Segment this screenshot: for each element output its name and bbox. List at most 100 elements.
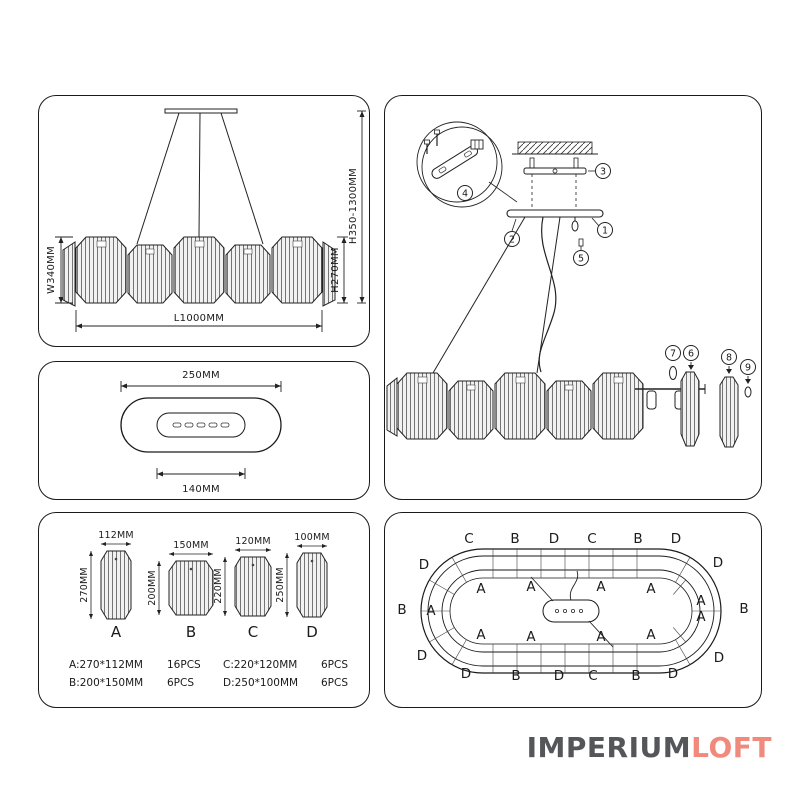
power-cord	[538, 216, 557, 373]
dim-label-250: 250MM	[182, 370, 220, 381]
legend-d-label: D:250*100MM	[223, 677, 298, 689]
letter-inner-left: A	[426, 603, 436, 619]
ring-part	[669, 366, 677, 380]
part-b: 150MM 200MM B	[147, 540, 214, 641]
callout-6: 6	[680, 345, 700, 447]
dim-length	[75, 310, 323, 332]
part-d-width: 100MM	[294, 532, 330, 543]
legend-b-pcs: 6PCS	[167, 677, 194, 689]
letter-top-5: D	[671, 531, 681, 547]
center-wire	[569, 570, 579, 601]
part-b-height: 200MM	[147, 570, 158, 606]
dim-label-h270: H270MM	[330, 247, 341, 293]
part-d: 100MM 250MM D	[275, 532, 330, 641]
letter-bottom-4: B	[631, 668, 640, 684]
callout-8: 8	[719, 349, 739, 448]
plate-dividers	[421, 549, 721, 673]
letter-top-4: B	[633, 531, 642, 547]
layout-panel: C B D C B D D D B B D D D B D C B D A A	[384, 512, 762, 708]
legend-a-pcs: 16PCS	[167, 659, 201, 671]
assembly-panel: 4 3	[384, 95, 762, 500]
brand-imperium: IMPERIUM	[526, 731, 692, 764]
dim-outer	[120, 381, 282, 392]
dim-label-l1000: L1000MM	[174, 313, 224, 324]
alignment-guides	[531, 174, 577, 210]
brand-logo: IMPERIUMLOFT	[527, 731, 772, 764]
letter-top-3: C	[587, 531, 596, 547]
letter-inner-bottom-3: A	[646, 627, 656, 643]
svg-text:5: 5	[578, 254, 584, 265]
mounting-bracket	[523, 157, 587, 175]
letter-bottom-1: B	[511, 668, 520, 684]
callout-3: 3	[588, 163, 611, 179]
crystal-part	[680, 371, 700, 447]
canopy-bar	[506, 209, 604, 232]
letter-inner-top-1: A	[526, 579, 536, 595]
svg-text:1: 1	[602, 226, 608, 237]
crystal-part	[719, 376, 739, 448]
hook-loop	[571, 220, 579, 232]
terminal-block	[470, 139, 484, 150]
parts-drawing: 112MM 270MM A 150MM 200MM B	[69, 530, 348, 689]
callout-5: 5	[573, 238, 589, 266]
front-view-panel: W340MM H270MM H350-1300MM	[38, 95, 370, 347]
hole	[189, 567, 193, 571]
part-a-letter: A	[111, 623, 122, 641]
suspension-wires	[432, 216, 561, 374]
letter-inner-bottom-2: A	[596, 629, 606, 645]
part-c-letter: C	[248, 623, 258, 641]
legend-d-pcs: 6PCS	[321, 677, 348, 689]
svg-text:3: 3	[600, 167, 606, 178]
letter-inner-top-0: A	[476, 581, 486, 597]
legend-c-pcs: 6PCS	[321, 659, 348, 671]
letter-inner-bottom-0: A	[476, 627, 486, 643]
legend-a-label: A:270*112MM	[69, 659, 143, 671]
dim-total-height	[357, 110, 366, 304]
callout-2: 2	[504, 218, 520, 247]
svg-text:9: 9	[745, 363, 751, 374]
hole	[251, 563, 255, 567]
letter-corner-bl: D	[417, 648, 427, 664]
front-view-drawing: W340MM H270MM H350-1300MM	[46, 108, 366, 332]
suspension-wires	[136, 112, 264, 245]
assembly-drawing: 4 3	[386, 121, 756, 448]
letter-bottom-3: C	[588, 668, 597, 684]
part-d-letter: D	[306, 623, 318, 641]
mount-holes	[172, 422, 230, 428]
part-c-height: 220MM	[213, 568, 224, 604]
top-view-drawing: 250MM	[120, 370, 282, 495]
chandelier-drum	[62, 236, 336, 307]
letter-corner-br: D	[714, 650, 724, 666]
svg-text:4: 4	[462, 189, 468, 200]
dim-width	[55, 236, 73, 304]
callout-9: 9	[740, 359, 756, 398]
brand-loft: LOFT	[691, 731, 772, 764]
drum-left-cap	[62, 241, 76, 307]
part-d-height: 250MM	[275, 567, 286, 603]
legend-b-label: B:200*150MM	[69, 677, 143, 689]
drum-right-cap	[322, 241, 336, 307]
part-c-width: 120MM	[235, 536, 271, 547]
letter-bottom-0: D	[461, 666, 471, 682]
part-a: 112MM 270MM A	[79, 530, 134, 641]
part-a-height: 270MM	[79, 567, 90, 603]
parts-panel: 112MM 270MM A 150MM 200MM B	[38, 512, 370, 708]
letter-top-2: D	[549, 531, 559, 547]
dim-label-w340: W340MM	[46, 246, 57, 294]
inset-leader-line	[488, 181, 518, 203]
ceiling-hatch	[512, 141, 598, 155]
layout-drawing: C B D C B D D D B B D D D B D C B D A A	[397, 531, 748, 684]
callout-1: 1	[591, 217, 613, 238]
letter-top-0: C	[464, 531, 473, 547]
letter-inner-bottom-1: A	[526, 629, 536, 645]
ceiling-plate	[164, 108, 238, 114]
svg-text:8: 8	[726, 353, 732, 364]
part-a-width: 112MM	[98, 530, 134, 541]
letter-bottom-2: D	[554, 668, 564, 684]
letter-inner-top-3: A	[646, 581, 656, 597]
letter-inner-right-0: A	[696, 593, 706, 609]
letter-bottom-5: D	[668, 666, 678, 682]
dim-drum-height	[337, 236, 348, 304]
hole	[310, 559, 314, 563]
